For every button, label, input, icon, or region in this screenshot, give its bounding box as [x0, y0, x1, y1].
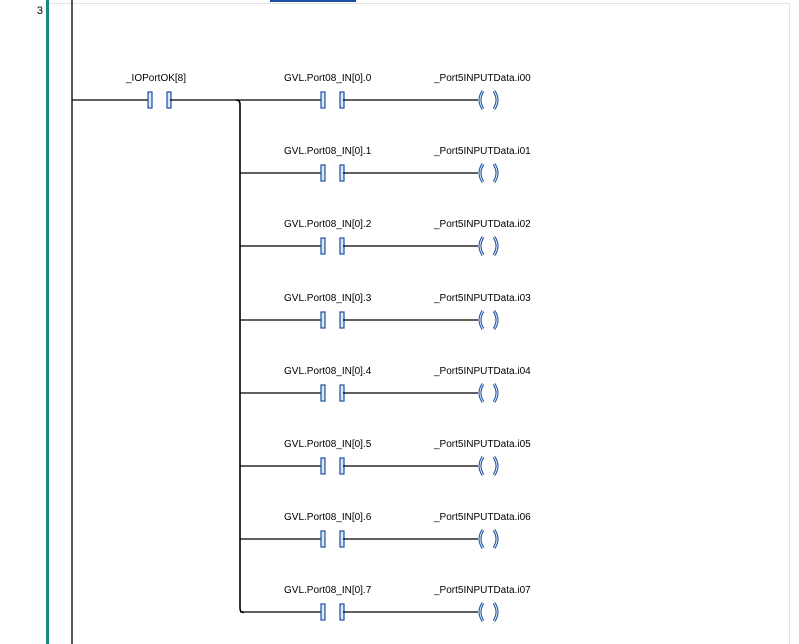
branch-contact[interactable] — [320, 457, 345, 475]
branch-contact-label[interactable]: GVL.Port08_IN[0].2 — [284, 219, 372, 230]
output-coil-label[interactable]: _Port5INPUTData.i05 — [434, 439, 531, 450]
main-contact-label[interactable]: _IOPortOK[8] — [126, 73, 187, 84]
branch-contact[interactable] — [320, 91, 345, 109]
rung-number[interactable]: 3 — [36, 5, 43, 17]
ladder-rung-area[interactable] — [49, 0, 799, 644]
branch-contact-label[interactable]: GVL.Port08_IN[0].4 — [284, 366, 372, 377]
output-coil[interactable] — [478, 602, 499, 622]
branch-contact-label[interactable]: GVL.Port08_IN[0].5 — [284, 439, 372, 450]
editor-right-border — [789, 3, 790, 644]
rung-number-gutter: 3 — [0, 0, 46, 644]
main-contact[interactable] — [147, 91, 172, 109]
rung-separator — [49, 3, 789, 4]
branch-contact-label[interactable]: GVL.Port08_IN[0].0 — [284, 73, 372, 84]
output-coil-label[interactable]: _Port5INPUTData.i03 — [434, 293, 531, 304]
output-coil[interactable] — [478, 529, 499, 549]
branch-contact[interactable] — [320, 603, 345, 621]
output-coil-label[interactable]: _Port5INPUTData.i07 — [434, 585, 531, 596]
output-coil-label[interactable]: _Port5INPUTData.i06 — [434, 512, 531, 523]
branch-contact[interactable] — [320, 530, 345, 548]
branch-contact[interactable] — [320, 311, 345, 329]
output-coil[interactable] — [478, 90, 499, 110]
output-coil-label[interactable]: _Port5INPUTData.i04 — [434, 366, 531, 377]
previous-rung-selection-mark — [270, 0, 356, 2]
output-coil-label[interactable]: _Port5INPUTData.i01 — [434, 146, 531, 157]
output-coil[interactable] — [478, 456, 499, 476]
output-coil[interactable] — [478, 310, 499, 330]
branch-contact[interactable] — [320, 164, 345, 182]
output-coil-label[interactable]: _Port5INPUTData.i02 — [434, 219, 531, 230]
output-coil[interactable] — [478, 163, 499, 183]
output-coil[interactable] — [478, 383, 499, 403]
branch-bus — [235, 99, 245, 614]
output-coil[interactable] — [478, 236, 499, 256]
output-coil-label[interactable]: _Port5INPUTData.i00 — [434, 73, 531, 84]
branch-contact[interactable] — [320, 237, 345, 255]
branch-contact-label[interactable]: GVL.Port08_IN[0].7 — [284, 585, 372, 596]
branch-contact[interactable] — [320, 384, 345, 402]
branch-contact-label[interactable]: GVL.Port08_IN[0].1 — [284, 146, 372, 157]
branch-contact-label[interactable]: GVL.Port08_IN[0].6 — [284, 512, 372, 523]
branch-contact-label[interactable]: GVL.Port08_IN[0].3 — [284, 293, 372, 304]
rung-selection-bar — [46, 0, 49, 644]
